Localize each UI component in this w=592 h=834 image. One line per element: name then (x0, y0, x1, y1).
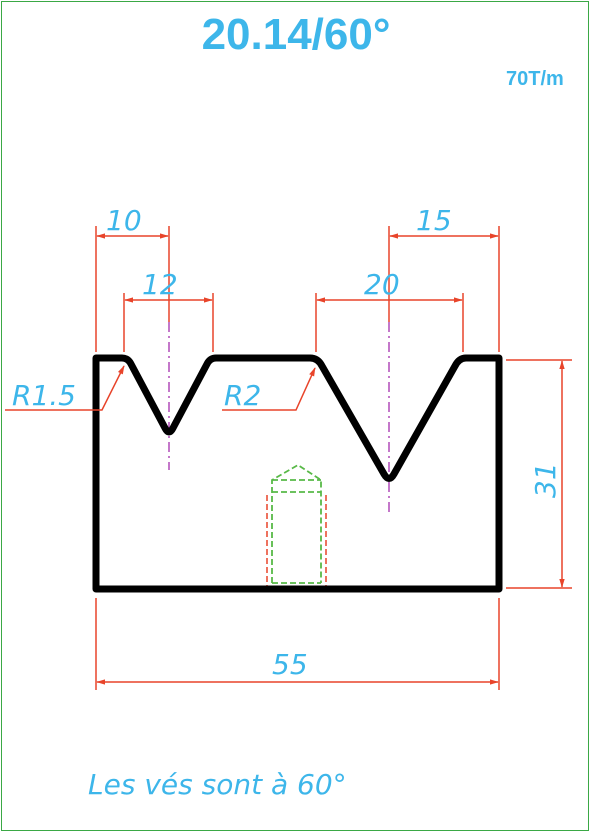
dim-text-10: 10 (106, 204, 142, 237)
dim-text-r2: R2 (224, 379, 261, 412)
dim-text-12: 12 (142, 268, 178, 301)
dim-text-55: 55 (272, 648, 308, 681)
die-profile-outline (92, 354, 503, 593)
capacity-label: 70T/m (506, 68, 564, 90)
leader-r1-5 (5, 365, 125, 411)
dim-text-r1-5: R1.5 (12, 379, 76, 412)
dim-text-15: 15 (416, 204, 452, 237)
drawing-title: 20.14/60° (201, 10, 391, 59)
leader-r2 (222, 367, 316, 411)
dim-text-20: 20 (364, 268, 400, 301)
hidden-tang-outline (266, 463, 327, 590)
dim-text-31: 31 (529, 462, 562, 498)
footer-note: Les vés sont à 60° (88, 768, 347, 801)
